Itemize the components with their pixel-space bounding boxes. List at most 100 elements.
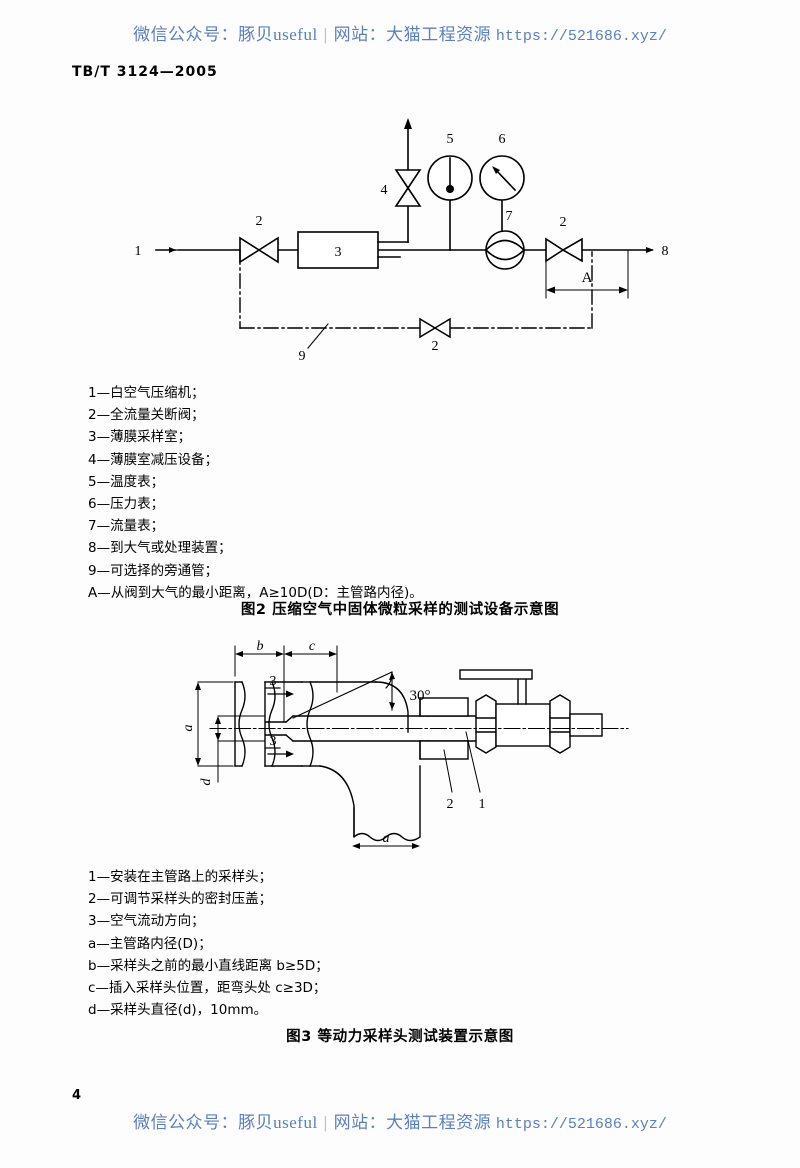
figure2-label-1: 1 <box>135 244 142 259</box>
figure3-label-angle: 30° <box>410 688 431 704</box>
valve-2-left-icon <box>239 236 279 264</box>
legend3-item-b: b—采样头之前的最小直线距离 b≥5D； <box>88 957 329 974</box>
pipe-break-left-2 <box>268 681 276 767</box>
watermark-separator: | <box>323 25 328 44</box>
dim-A-arrow-right <box>619 286 628 294</box>
right-hex-nut <box>549 694 571 754</box>
flow-meter-circle <box>485 230 525 270</box>
valve-outlet-stub <box>569 713 603 737</box>
watermark-site-label: 网站：大猫工程资源 <box>333 25 492 44</box>
pipe-break-left-3 <box>306 681 314 767</box>
figure3-label-a-left: a <box>181 725 196 732</box>
flow-meter-curve-top <box>484 239 526 252</box>
angle-arrow-down <box>389 702 395 710</box>
pipe-break-left-1 <box>238 681 246 767</box>
angle-arrow-up <box>389 672 395 680</box>
valve-4-icon <box>394 169 422 207</box>
bypass-line-group <box>239 249 593 329</box>
flow-arrow-bottom-head <box>286 750 294 758</box>
sampling-chamber-box <box>297 231 379 269</box>
figure-2-svg: 1 2 3 4 5 6 7 2 8 2 9 A <box>135 118 669 360</box>
elbow-inner-curve <box>319 765 355 837</box>
figure2-label-3: 3 <box>335 245 342 260</box>
watermark-site-label-bottom: 网站：大猫工程资源 <box>333 1113 492 1132</box>
dim-A-arrow-left <box>546 286 555 294</box>
legend3-item-c: c—插入采样头位置，距弯头处 c≥3D； <box>88 980 327 997</box>
elbow-break-wave <box>353 832 421 842</box>
figure2-label-6: 6 <box>499 132 506 147</box>
angle-leader-line <box>292 671 393 719</box>
figure3-label-3-top: 3 <box>270 674 277 689</box>
figure3-label-2: 2 <box>447 797 454 812</box>
figure-3-diagram: b c a d a 3 3 30° 2 1 <box>180 632 630 852</box>
relief-vent-arrowhead <box>404 118 412 129</box>
watermark-url-bottom: https://521686.xyz/ <box>495 1116 667 1133</box>
standard-code-header: TB/T 3124—2005 <box>72 64 218 80</box>
figure-2-caption: 图2 压缩空气中固体微粒采样的测试设备示意图 <box>240 602 560 618</box>
legend2-item-9: 9—可选择的旁通管； <box>88 562 219 579</box>
bypass-leader-line <box>307 323 329 349</box>
figure3-label-1: 1 <box>479 797 486 812</box>
probe-nozzle-taper-top <box>285 715 294 723</box>
dim-d-arrow-bottom <box>215 733 221 741</box>
outlet-arrowhead <box>646 247 654 253</box>
figure2-label-2-right: 2 <box>560 215 567 230</box>
legend3-item-1: 1—安装在主管路上的采样头； <box>88 869 273 885</box>
valve-2-bypass-icon <box>419 317 451 339</box>
figure-3-caption: 图3 等动力采样头测试装置示意图 <box>286 1029 514 1045</box>
watermark-wechat-label: 微信公众号：豚贝useful <box>133 25 318 44</box>
dim-a-bottom-arrow-left <box>352 843 360 849</box>
legend2-item-5: 5—温度表； <box>88 473 165 490</box>
figure2-label-8: 8 <box>662 244 669 259</box>
dim-b-arrow-left <box>235 651 243 657</box>
flow-arrow-top-head <box>286 690 294 698</box>
valve-handle-lever <box>459 669 533 680</box>
dim-c-arrow-left <box>284 651 292 657</box>
flow-meter-curve-bottom <box>484 248 526 261</box>
figure3-label-a-bottom: a <box>383 831 390 846</box>
figure3-label-d: d <box>199 778 214 786</box>
figure2-label-2-left: 2 <box>256 214 263 229</box>
valve-body <box>495 703 551 747</box>
watermark-top: 微信公众号：豚贝useful | 网站：大猫工程资源 https://521686.… <box>0 20 800 45</box>
figure3-label-b: b <box>257 639 264 654</box>
legend2-item-6: 6—压力表； <box>88 496 165 513</box>
pressure-gauge-dial <box>479 155 525 201</box>
figure2-label-4: 4 <box>381 183 388 198</box>
legend2-item-7: 7—流量表； <box>88 518 165 535</box>
legend2-item-A: A—从阀到大气的最小距离，A≥10D(D：主管路内径)。 <box>88 584 423 601</box>
figure-2-diagram: 1 2 3 4 5 6 7 2 8 2 9 A <box>130 110 670 360</box>
dim-b-arrow-right <box>276 651 284 657</box>
figure2-label-A: A <box>582 270 593 286</box>
figure-3-legend: 1—安装在主管路上的采样头； 2—可调节采样头的密封压盖； 3—空气流动方向； … <box>88 866 329 1021</box>
legend2-item-8: 8—到大气或处理装置； <box>88 540 232 557</box>
dim-d-arrow-top <box>215 716 221 724</box>
valve-2-right-icon <box>545 237 583 263</box>
probe-nozzle-taper-bottom <box>285 734 294 742</box>
legend2-item-2: 2—全流量关断阀； <box>88 407 205 424</box>
legend2-item-3: 3—薄膜采样室； <box>88 429 192 446</box>
figure-2-legend: 1—白空气压缩机； 2—全流量关断阀； 3—薄膜采样室； 4—薄膜室减压设备； … <box>88 382 423 604</box>
figure2-label-7: 7 <box>506 209 513 224</box>
figure2-label-9: 9 <box>299 349 306 360</box>
dim-a-arrow-top <box>195 682 201 690</box>
leader-part-2 <box>443 749 453 793</box>
watermark-wechat-label-bottom: 微信公众号：豚贝useful <box>133 1113 318 1132</box>
figure-3-svg: b c a d a 3 3 30° 2 1 <box>181 639 629 849</box>
legend3-item-2: 2—可调节采样头的密封压盖； <box>88 891 273 908</box>
page-number: 4 <box>72 1088 82 1103</box>
figure2-label-2-bypass: 2 <box>432 339 439 354</box>
legend2-item-1: 1—白空气压缩机； <box>88 385 205 401</box>
dim-a-bottom-arrow-right <box>412 843 420 849</box>
figure2-label-5: 5 <box>447 132 454 147</box>
pressure-gauge-needle-tip <box>492 166 500 174</box>
figure3-label-3-bottom: 3 <box>270 734 277 749</box>
watermark-separator-bottom: | <box>323 1113 328 1132</box>
legend3-item-d: d—采样头直径(d)，10mm。 <box>88 1002 268 1019</box>
legend2-item-4: 4—薄膜室减压设备； <box>88 451 219 468</box>
thermometer-bulb-dot <box>446 185 454 193</box>
watermark-url: https://521686.xyz/ <box>495 28 667 45</box>
legend3-item-3: 3—空气流动方向； <box>88 913 205 930</box>
watermark-bottom: 微信公众号：豚贝useful | 网站：大猫工程资源 https://521686.… <box>0 1108 800 1133</box>
